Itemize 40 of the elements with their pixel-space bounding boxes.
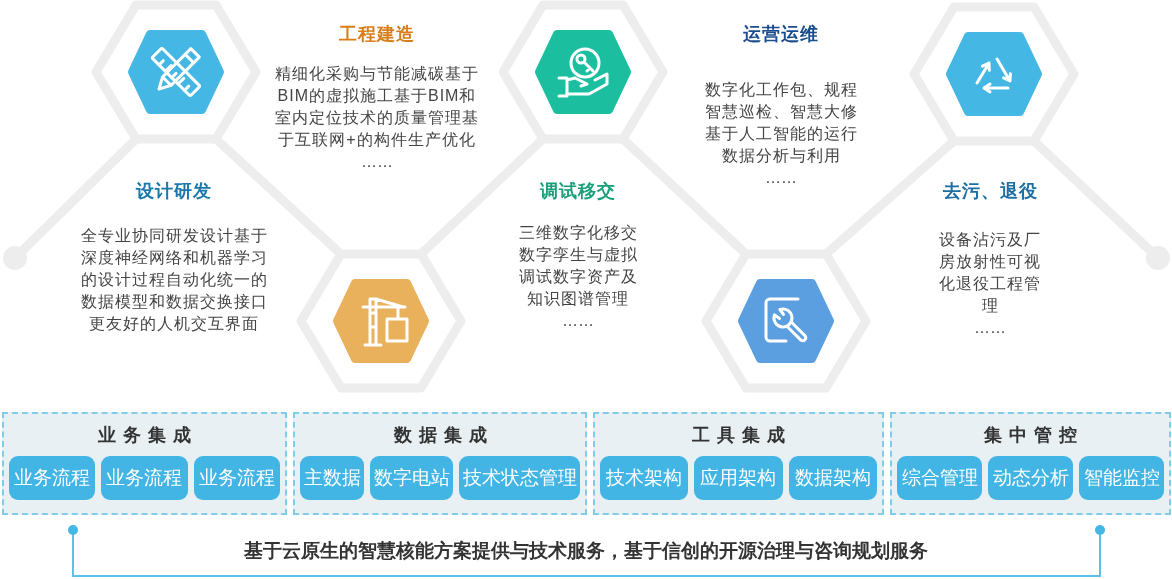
ellipsis-text: …… xyxy=(361,152,393,172)
stage-title: 去污、退役 xyxy=(942,180,1038,203)
group-panel xyxy=(293,412,587,515)
panel-title: 工具集成 xyxy=(691,424,792,447)
hexagon-badge xyxy=(497,0,669,145)
panel-title: 数据集成 xyxy=(392,424,494,447)
module-tile: 业务流程 xyxy=(101,456,188,500)
stage-description: 数字化工作包、规程智慧巡检、智慧大修基于人工智能的运行数据分析与利用 xyxy=(703,80,859,166)
stage-title: 设计研发 xyxy=(136,180,212,203)
module-tile: 主数据 xyxy=(300,456,364,500)
module-tile: 技术状态管理 xyxy=(459,456,580,500)
hexagon-badge xyxy=(700,248,872,394)
module-tile: 业务流程 xyxy=(9,456,96,500)
group-panel xyxy=(593,412,884,515)
hexagon-badge xyxy=(908,1,1080,147)
stage-title: 调试移交 xyxy=(540,180,616,203)
module-tile: 业务流程 xyxy=(193,456,280,500)
module-tile: 技术架构 xyxy=(600,456,689,500)
stage-description: 精细化采购与节能减碳基于BIM的虚拟施工基于BIM和室内定位技术的质量管理基于互联网+的构件生产优化 xyxy=(274,64,480,150)
footer-note: 基于云原生的智慧核能方案提供与技术服务，基于信创的开源治理与咨询规划服务 xyxy=(244,539,928,563)
stage-title: 工程建造 xyxy=(339,23,415,46)
hexagon-badge xyxy=(90,0,262,145)
panel-title: 业务集成 xyxy=(97,424,198,447)
stage-description: 三维数字化移交数字孪生与虚拟调试数字资产及知识图谱管理 xyxy=(517,223,639,309)
module-tile: 应用架构 xyxy=(694,456,783,500)
stage-description: 全专业协同研发设计基于深度神经网络和机器学习的设计过程自动化统一的数据模型和数据交换接口更友好的人机交互界面 xyxy=(79,226,269,334)
module-tile: 数字电站 xyxy=(370,456,453,500)
module-tile: 动态分析 xyxy=(988,456,1073,500)
module-tile: 数据架构 xyxy=(788,456,877,500)
stage-description: 设备沾污及厂房放射性可视化退役工程管理 xyxy=(938,230,1042,316)
module-tile: 综合管理 xyxy=(897,456,982,500)
hexagon-badge xyxy=(295,248,467,394)
ellipsis-text: …… xyxy=(765,168,797,188)
ellipsis-text: …… xyxy=(974,318,1006,338)
module-tile: 智能监控 xyxy=(1079,456,1164,500)
group-panel xyxy=(2,412,287,515)
stage-title: 运营运维 xyxy=(743,23,819,46)
panel-title: 集中管控 xyxy=(983,424,1084,447)
ellipsis-text: …… xyxy=(562,311,594,331)
group-panel xyxy=(890,412,1171,515)
